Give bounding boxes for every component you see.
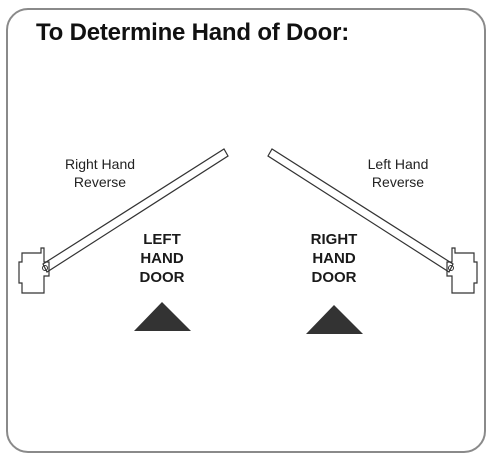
left-hand-door-line1: LEFT [143,231,181,248]
diagram-title: To Determine Hand of Door: [36,19,350,46]
right-hand-door-line1: RIGHT [310,231,358,248]
left-hand-door-line2: HAND [140,250,184,267]
right-hand-reverse-line1: Right Hand [64,156,136,172]
right-hand-triangle [306,305,363,334]
right-hand-door-line3: DOOR [311,269,357,286]
right-hand-door-line2: HAND [312,250,356,267]
right-door-panel [267,148,454,273]
left-hinge-pin [42,265,48,271]
right-door-frame [446,247,478,294]
left-hand-reverse-line1: Left Hand [367,156,429,172]
right-hinge-pin [448,265,454,271]
left-hand-door-label: LEFT HAND DOOR [127,230,197,287]
left-hand-door-line3: DOOR [139,269,185,286]
right-hand-reverse-label: Right Hand Reverse [55,155,145,191]
left-hand-reverse-line2: Reverse [371,174,425,190]
left-door-frame [18,247,50,294]
right-hand-door-label: RIGHT HAND DOOR [298,230,370,287]
left-hand-triangle [134,302,191,331]
diagram-card [6,8,486,453]
left-hand-reverse-label: Left Hand Reverse [358,155,438,191]
left-door-panel [42,148,229,273]
right-hand-reverse-line2: Reverse [73,174,127,190]
